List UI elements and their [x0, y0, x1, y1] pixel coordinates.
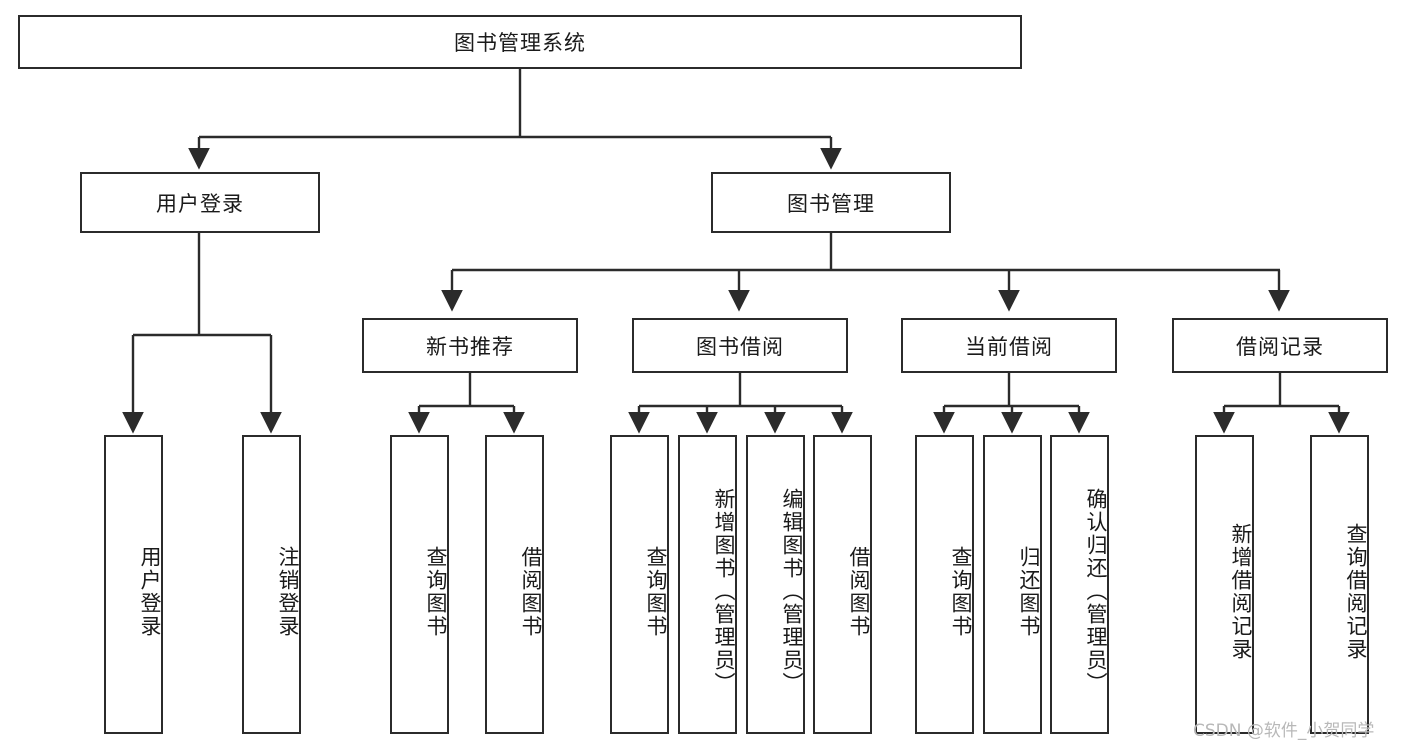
- leaf-user-login-signin[interactable]: 用户登录: [104, 435, 163, 734]
- node-current-borrowing[interactable]: 当前借阅: [901, 318, 1117, 373]
- node-label: 查询图书: [644, 545, 668, 638]
- node-label: 新增借阅记录: [1229, 522, 1253, 661]
- csdn-watermark: CSDN @软件_小贺同学: [1193, 721, 1375, 741]
- leaf-current-confirm-return-admin[interactable]: 确认归还（管理员）: [1050, 435, 1109, 734]
- leaf-borrow-borrow-book[interactable]: 借阅图书: [813, 435, 872, 734]
- node-label: 用户登录: [138, 545, 162, 638]
- node-label: 借阅图书: [519, 545, 543, 638]
- node-label: 查询图书: [949, 545, 973, 638]
- leaf-records-query-record[interactable]: 查询借阅记录: [1310, 435, 1369, 734]
- node-user-login[interactable]: 用户登录: [80, 172, 320, 233]
- node-label: 当前借阅: [965, 334, 1053, 359]
- node-label: 图书借阅: [696, 334, 784, 359]
- node-borrow-records[interactable]: 借阅记录: [1172, 318, 1388, 373]
- leaf-records-add-record[interactable]: 新增借阅记录: [1195, 435, 1254, 734]
- node-label: 注销登录: [276, 545, 300, 638]
- node-root-book-management-system[interactable]: 图书管理系统: [18, 15, 1022, 69]
- node-label: 图书管理: [787, 191, 875, 216]
- node-book-borrowing[interactable]: 图书借阅: [632, 318, 848, 373]
- node-label: 借阅图书: [847, 545, 871, 638]
- node-label: 图书管理系统: [454, 31, 586, 55]
- leaf-borrow-add-book-admin[interactable]: 新增图书（管理员）: [678, 435, 737, 734]
- leaf-borrow-edit-book-admin[interactable]: 编辑图书（管理员）: [746, 435, 805, 734]
- node-label: 确认归还（管理员）: [1084, 488, 1108, 695]
- leaf-new-books-query[interactable]: 查询图书: [390, 435, 449, 734]
- leaf-new-books-borrow[interactable]: 借阅图书: [485, 435, 544, 734]
- node-label: 查询借阅记录: [1344, 522, 1368, 661]
- leaf-borrow-query-book[interactable]: 查询图书: [610, 435, 669, 734]
- node-label: 新书推荐: [426, 334, 514, 359]
- node-book-management[interactable]: 图书管理: [711, 172, 951, 233]
- leaf-current-return-book[interactable]: 归还图书: [983, 435, 1042, 734]
- node-label: 查询图书: [424, 545, 448, 638]
- leaf-user-login-signout[interactable]: 注销登录: [242, 435, 301, 734]
- leaf-current-query-book[interactable]: 查询图书: [915, 435, 974, 734]
- node-label: 用户登录: [156, 191, 244, 216]
- node-label: 借阅记录: [1236, 334, 1324, 359]
- node-label: 新增图书（管理员）: [712, 488, 736, 695]
- node-label: 编辑图书（管理员）: [780, 488, 804, 695]
- node-label: 归还图书: [1017, 545, 1041, 638]
- node-new-book-recommendation[interactable]: 新书推荐: [362, 318, 578, 373]
